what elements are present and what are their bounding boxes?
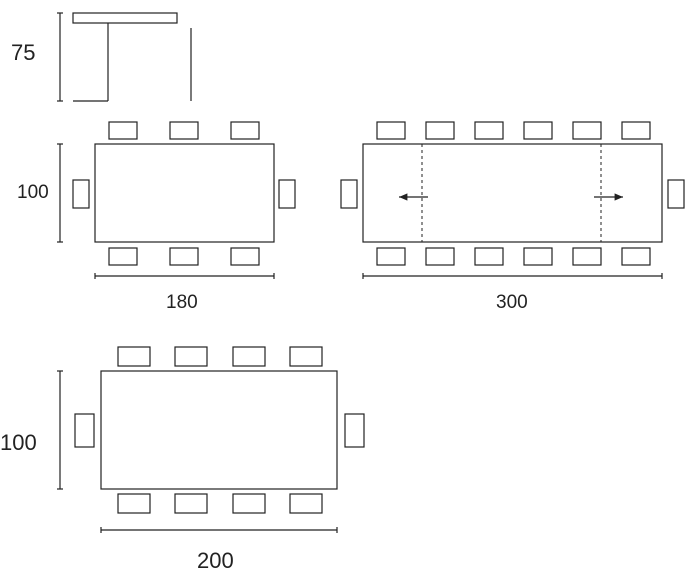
table-300-plan bbox=[340, 121, 685, 279]
chair-bottom-6 bbox=[621, 247, 651, 266]
chair-top-2 bbox=[169, 121, 199, 140]
chair-top-6 bbox=[621, 121, 651, 140]
side-view bbox=[57, 12, 192, 102]
chair-right bbox=[278, 179, 296, 209]
chair-top-1 bbox=[108, 121, 138, 140]
chair-top-4 bbox=[523, 121, 553, 140]
chair-top-3 bbox=[230, 121, 260, 140]
table-180-plan bbox=[57, 121, 296, 279]
chair-top-1 bbox=[376, 121, 406, 140]
length-label-200: 200 bbox=[197, 548, 234, 573]
chair-bottom-1 bbox=[117, 493, 151, 514]
chair-left bbox=[74, 413, 95, 448]
tabletop-300 bbox=[362, 143, 663, 243]
chair-top-1 bbox=[117, 346, 151, 367]
chair-bottom-1 bbox=[376, 247, 406, 266]
tabletop-180 bbox=[94, 143, 275, 243]
length-label-180: 180 bbox=[166, 292, 198, 313]
chair-right bbox=[344, 413, 365, 448]
chair-top-3 bbox=[232, 346, 266, 367]
chair-right bbox=[667, 179, 685, 209]
chair-bottom-3 bbox=[474, 247, 504, 266]
chair-bottom-2 bbox=[169, 247, 199, 266]
chair-bottom-2 bbox=[174, 493, 208, 514]
chair-bottom-3 bbox=[230, 247, 260, 266]
chair-left bbox=[72, 179, 90, 209]
side-view-tabletop bbox=[72, 12, 178, 24]
chair-top-4 bbox=[289, 346, 323, 367]
chair-top-2 bbox=[174, 346, 208, 367]
height-label: 75 bbox=[11, 40, 36, 65]
chair-top-3 bbox=[474, 121, 504, 140]
tabletop-200 bbox=[100, 370, 338, 490]
width-label-200: 100 bbox=[0, 430, 37, 455]
chair-bottom-1 bbox=[108, 247, 138, 266]
chair-bottom-5 bbox=[572, 247, 602, 266]
length-label-300: 300 bbox=[496, 292, 528, 313]
chair-top-2 bbox=[425, 121, 455, 140]
chair-bottom-4 bbox=[289, 493, 323, 514]
chair-top-5 bbox=[572, 121, 602, 140]
table-200-plan bbox=[57, 346, 365, 533]
chair-bottom-2 bbox=[425, 247, 455, 266]
width-label-180: 100 bbox=[17, 182, 49, 203]
chair-bottom-4 bbox=[523, 247, 553, 266]
chair-left bbox=[340, 179, 358, 209]
chair-bottom-3 bbox=[232, 493, 266, 514]
